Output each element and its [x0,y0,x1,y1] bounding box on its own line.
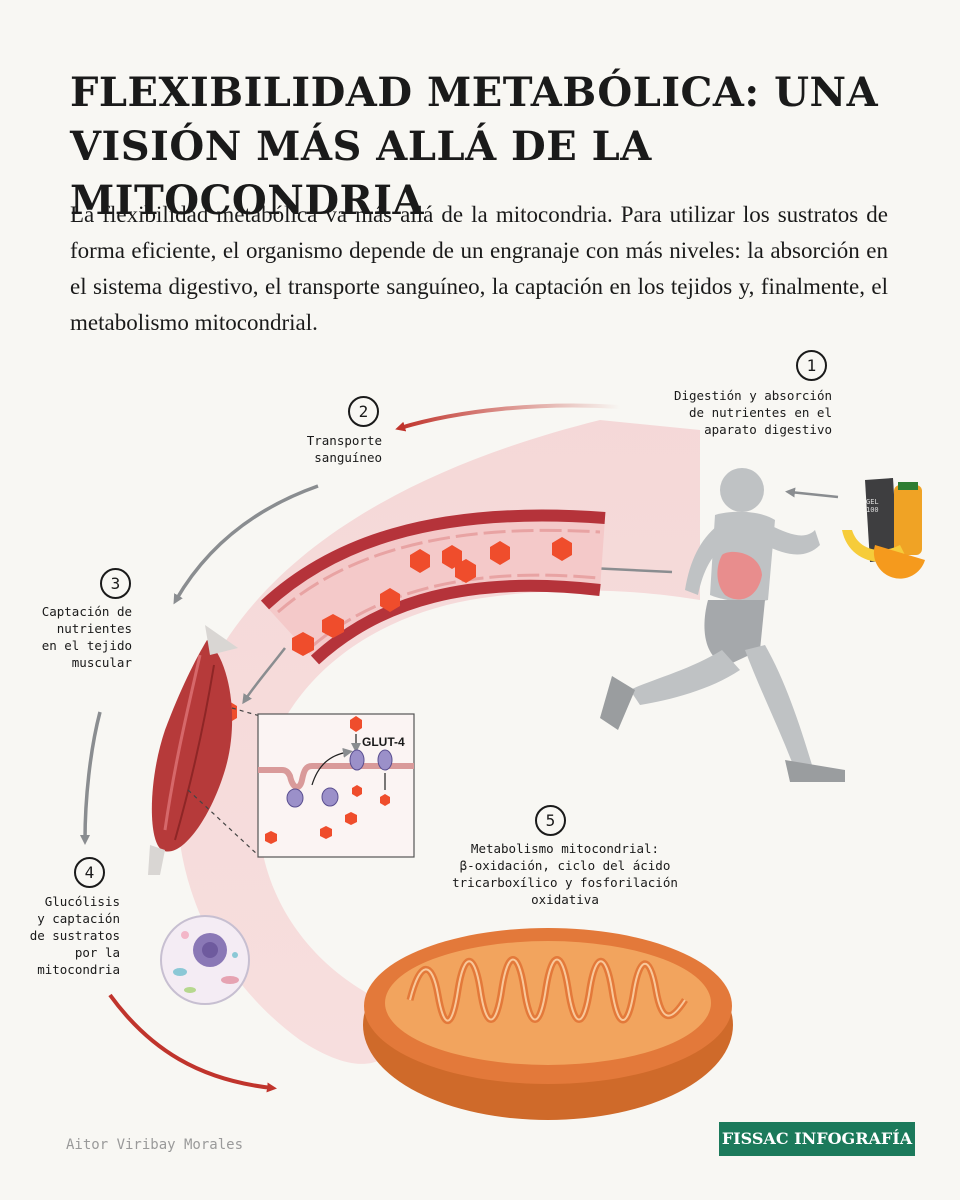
muscle-icon [148,625,238,875]
cell-icon [160,915,250,1005]
arrow-to-mitochondria [108,993,277,1093]
arrow-step1-to-2 [395,403,621,432]
arrow-step2-to-3 [173,484,319,605]
intro-paragraph: La flexibilidad metabólica va más allá d… [70,202,888,335]
step-4-label: Glucólisis y captación de sustratos por … [29,894,120,977]
arrow-vessel-to-muscle [242,647,286,705]
arrow-food-to-runner [785,487,839,499]
step-5-badge: 5 [535,805,566,836]
mitochondria-icon [363,928,733,1120]
author-credit: Aitor Viribay Morales [66,1137,244,1153]
blood-vessel-icon [260,509,606,665]
glut4-inset [257,713,415,858]
step-3-label: Captación de nutrientes en el tejido mus… [41,604,132,670]
gel-label: GEL 100 [866,498,879,514]
glut4-label: GLUT-4 [362,735,405,749]
step-5-label: Metabolismo mitocondrial: β-oxidación, c… [452,841,678,907]
step-2-label: Transporte sanguíneo [306,433,382,465]
page-title: FLEXIBILIDAD METABÓLICA: UNA VISIÓN MÁS … [70,69,879,224]
brand-badge: FISSAC INFOGRAFÍA [719,1122,915,1156]
step-1-label: Digestión y absorción de nutrientes en e… [673,388,832,437]
food-icon [842,478,925,579]
runner-icon [600,468,845,782]
arrow-step3-to-4 [80,711,102,845]
step-3-badge: 3 [100,568,131,599]
nutrient-hexagons [217,537,572,724]
zoom-line-top [231,707,261,717]
step-2-badge: 2 [348,396,379,427]
arrow-runner-to-vessel [585,563,673,574]
step-1-badge: 1 [796,350,827,381]
step-4-badge: 4 [74,857,105,888]
